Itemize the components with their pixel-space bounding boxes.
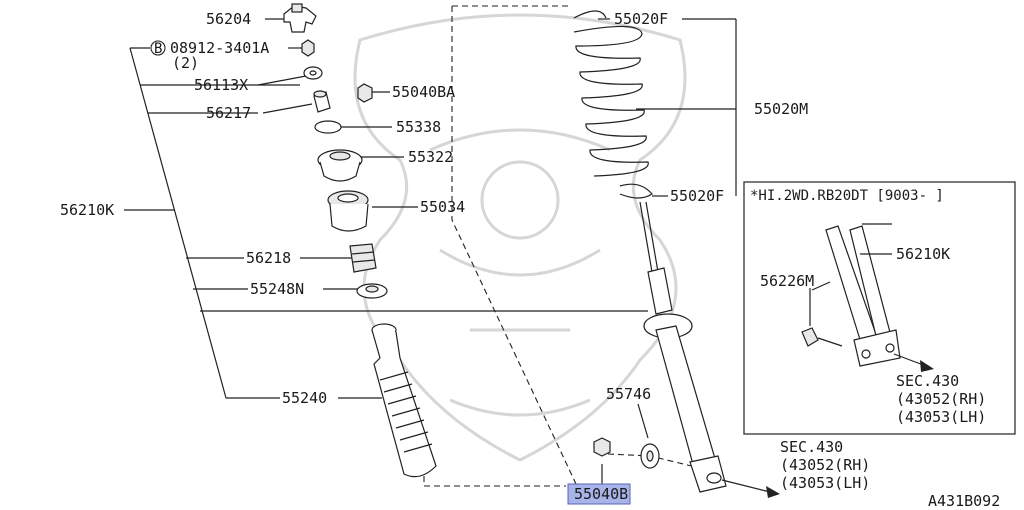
sec430-main-lh: (43053(LH) xyxy=(780,474,870,492)
part-boot-55240 xyxy=(371,323,437,478)
part-nut-08912 xyxy=(301,39,315,57)
arrow-to-sec430-main xyxy=(721,479,780,498)
part-seat-55248N xyxy=(356,283,388,299)
label-56210K[interactable]: 56210K xyxy=(60,201,114,219)
inset-sec430-rh: (43052(RH) xyxy=(896,390,986,408)
watermark xyxy=(353,13,687,462)
part-nut-55040B xyxy=(593,437,611,457)
badge-B: B xyxy=(154,41,162,57)
label-56204[interactable]: 56204 xyxy=(206,10,251,28)
label-55248N[interactable]: 55248N xyxy=(250,280,304,298)
highlight-55040B xyxy=(567,483,631,505)
label-qty-2: (2) xyxy=(172,54,199,72)
assembly-guide-dashed xyxy=(423,5,701,487)
inset-leaders xyxy=(811,253,892,291)
part-washer-55746 xyxy=(640,443,660,469)
label-56113X[interactable]: 56113X xyxy=(194,76,248,94)
inset-box: *HI.2WD.RB20DT [9003- ] xyxy=(743,181,1016,435)
label-55020M[interactable]: 55020M xyxy=(754,100,808,118)
label-55240[interactable]: 55240 xyxy=(282,389,327,407)
part-bumper-55034 xyxy=(327,190,369,232)
label-55746[interactable]: 55746 xyxy=(606,385,651,403)
figure-code: A431B092 xyxy=(928,492,1000,510)
label-56217[interactable]: 56217 xyxy=(206,104,251,122)
part-bound-56218 xyxy=(349,243,377,273)
assembly-bracket-56210K xyxy=(124,47,648,399)
label-56218[interactable]: 56218 xyxy=(246,249,291,267)
inset-sec430-lh: (43053(LH) xyxy=(896,408,986,426)
label-08912-3401A[interactable]: 08912-3401A xyxy=(170,39,269,57)
part-ring-55338 xyxy=(314,120,342,134)
label-55034[interactable]: 55034 xyxy=(420,198,465,216)
part-nut-55040BA xyxy=(357,83,373,103)
part-mount-55322 xyxy=(317,149,363,182)
part-washer-56113X xyxy=(303,66,323,80)
label-55040BA[interactable]: 55040BA xyxy=(392,83,455,101)
inset-label-56226M[interactable]: 56226M xyxy=(760,272,814,290)
inset-header: *HI.2WD.RB20DT [9003- ] xyxy=(750,188,944,204)
label-55040B[interactable]: 55040B xyxy=(574,485,628,503)
label-55020F-bottom[interactable]: 55020F xyxy=(670,187,724,205)
label-55338[interactable]: 55338 xyxy=(396,118,441,136)
sec430-main[interactable]: SEC.430 xyxy=(780,438,843,456)
inset-label-56210K[interactable]: 56210K xyxy=(896,245,950,263)
part-56204-knob xyxy=(283,3,317,33)
part-bushing-56217 xyxy=(313,90,331,113)
sec430-main-rh: (43052(RH) xyxy=(780,456,870,474)
label-55322[interactable]: 55322 xyxy=(408,148,453,166)
badge-circle-icon xyxy=(150,40,166,56)
part-spring-55020M xyxy=(573,10,653,199)
part-shock-absorber xyxy=(639,201,727,493)
part-labels[interactable]: 56204 B 08912-3401A (2) 56113X 56217 550… xyxy=(60,10,1000,510)
inset-sec430[interactable]: SEC.430 xyxy=(896,372,959,390)
label-55020F-top[interactable]: 55020F xyxy=(614,10,668,28)
